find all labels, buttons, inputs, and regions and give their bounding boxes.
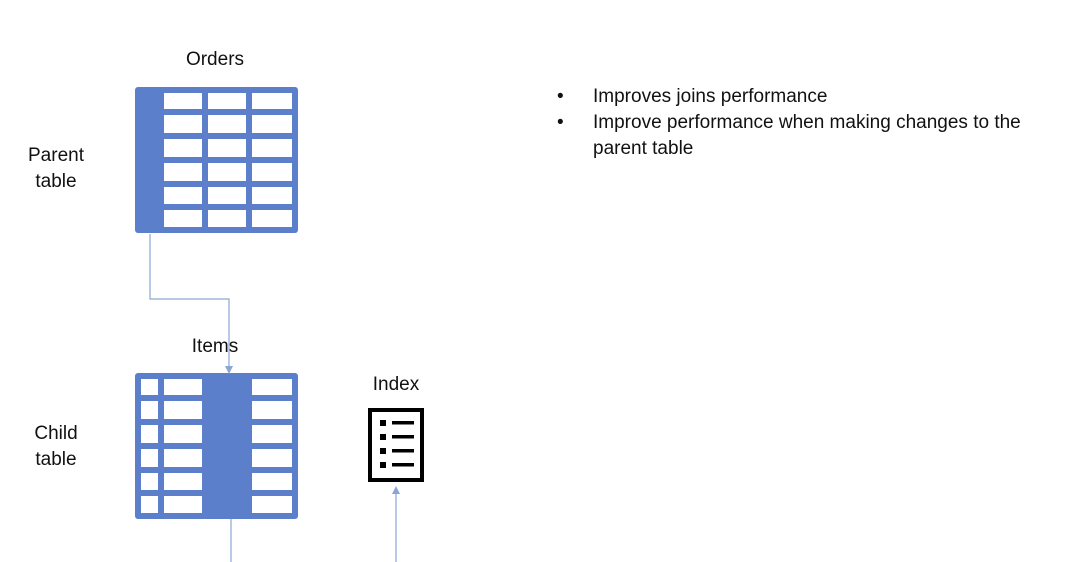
parent-table-label: Parent table	[20, 143, 92, 195]
orders-table-icon	[135, 87, 298, 233]
parent-table-label-line2: table	[35, 171, 77, 192]
orders-table-title: Orders	[185, 49, 245, 70]
index-list-icon	[368, 408, 424, 482]
benefits-list: • Improves joins performance • Improve p…	[555, 84, 1055, 162]
benefit-text: Improves joins performance	[593, 86, 828, 107]
items-table-icon	[135, 373, 298, 519]
child-table-label: Child table	[20, 421, 92, 473]
benefit-item: • Improves joins performance	[555, 84, 1055, 110]
benefit-item: • Improve performance when making change…	[555, 110, 1055, 162]
items-table-title: Items	[191, 336, 239, 357]
parent-table-label-line1: Parent	[28, 145, 84, 166]
orders-to-items-connector	[149, 234, 233, 374]
bullet-dot: •	[557, 86, 564, 107]
child-table-label-line2: table	[35, 449, 77, 470]
index-title: Index	[372, 374, 420, 395]
benefit-text: Improve performance when making changes …	[593, 112, 1021, 159]
bullet-dot: •	[557, 112, 564, 133]
child-table-label-line1: Child	[34, 423, 78, 444]
